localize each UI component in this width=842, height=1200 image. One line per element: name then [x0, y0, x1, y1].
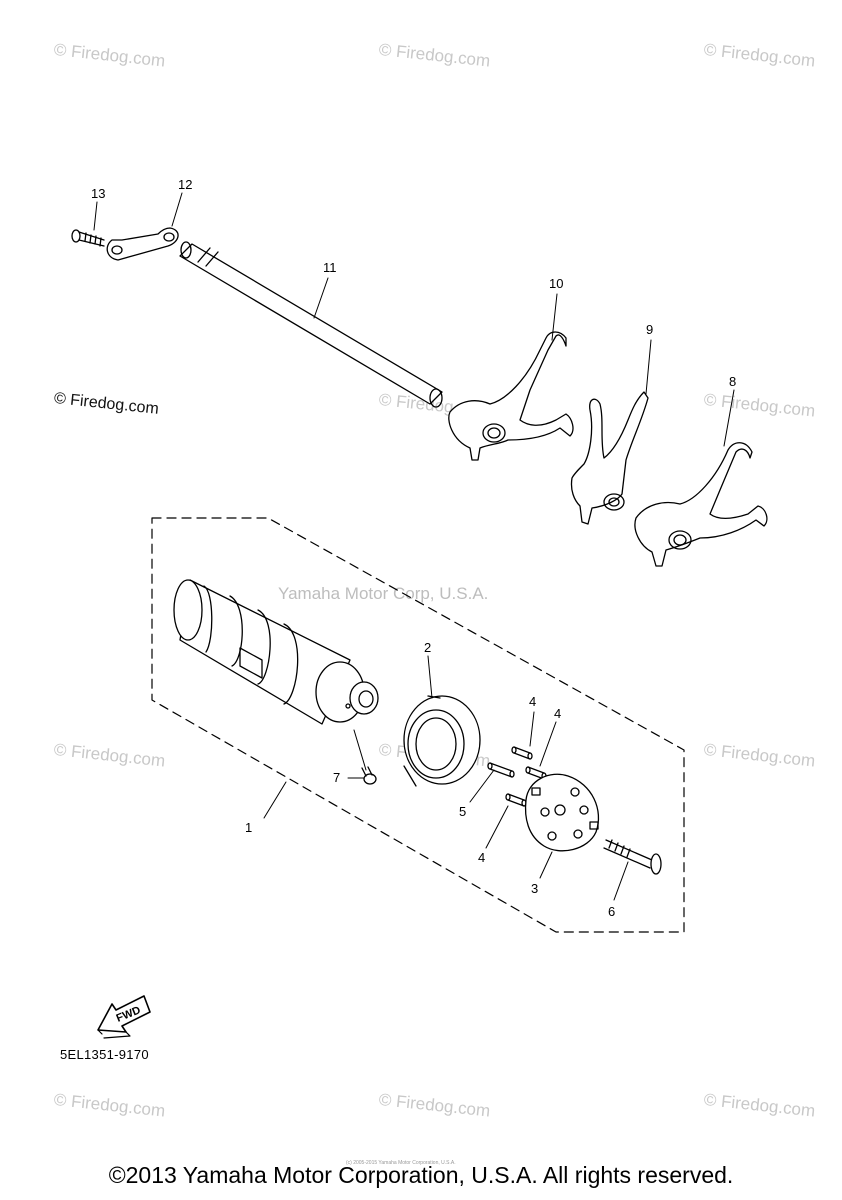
assembly-dashed-box: [151, 517, 685, 933]
part-12-stopper-plate: [106, 227, 179, 261]
callout-10: 10: [549, 276, 563, 291]
callout-5: 5: [459, 804, 466, 819]
part-1-shift-drum: [173, 579, 379, 725]
part-6-bolt: [603, 839, 662, 875]
part-code: 5EL1351-9170: [60, 1047, 149, 1062]
callout-12: 12: [178, 177, 192, 192]
callout-1: 1: [245, 820, 252, 835]
part-8-shift-fork: [634, 442, 768, 567]
callout-7: 7: [333, 770, 340, 785]
copyright-footer: ©2013 Yamaha Motor Corporation, U.S.A. A…: [108, 1162, 734, 1188]
part-13-screw: [71, 229, 105, 247]
part-7-screw: [361, 766, 377, 785]
center-watermark: Yamaha Motor Corp, U.S.A.: [278, 584, 489, 603]
part-5-pin: [487, 762, 515, 778]
callout-4c: 4: [478, 850, 485, 865]
callout-2: 2: [424, 640, 431, 655]
leader-lines: [93, 192, 735, 901]
part-11-guide-bar: [179, 241, 443, 408]
fine-print: (c) 2005-2015 Yamaha Motor Corporation, …: [346, 1160, 456, 1166]
fwd-arrow-icon: [97, 995, 151, 1039]
part-3-segment: [524, 773, 600, 852]
callout-13: 13: [91, 186, 105, 201]
part-9-shift-fork: [570, 391, 649, 525]
callout-11: 11: [323, 260, 337, 275]
callout-3: 3: [531, 881, 538, 896]
callout-8: 8: [729, 374, 736, 389]
callout-4b: 4: [554, 706, 561, 721]
callout-6: 6: [608, 904, 615, 919]
part-4-pins: [505, 746, 547, 807]
part-2-bearing: [403, 695, 481, 787]
part-10-shift-fork: [448, 331, 574, 461]
callout-9: 9: [646, 322, 653, 337]
callout-4a: 4: [529, 694, 536, 709]
